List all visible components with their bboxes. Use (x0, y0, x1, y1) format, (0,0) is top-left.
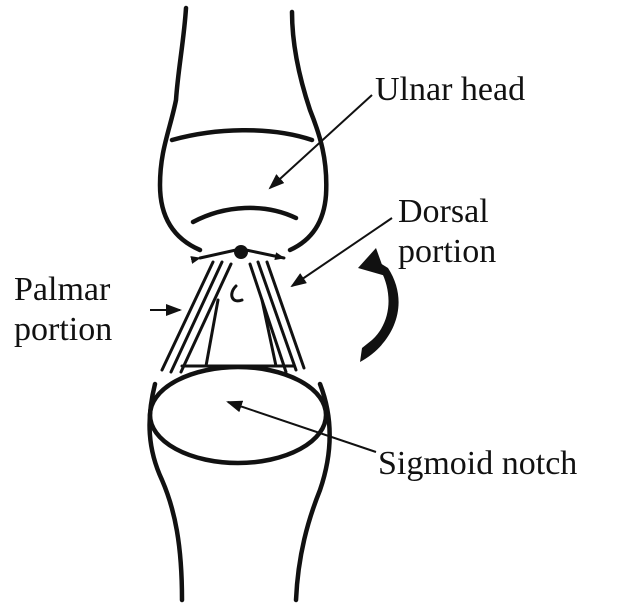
ulna-shaft-right (290, 12, 326, 250)
sigmoid-notch-outline (150, 367, 326, 463)
curved-arrow-icon (358, 248, 399, 362)
radius-bone (150, 367, 330, 600)
radioulnar-ligament-bands (162, 262, 304, 372)
label-palmar-line2: portion (14, 311, 112, 348)
ulnar-head-upper-arc (172, 130, 312, 140)
fovea-point (234, 245, 248, 259)
label-ulnar-head: Ulnar head (375, 71, 525, 108)
pointer-ulnar-head (270, 95, 372, 188)
ulna-bone (160, 8, 326, 250)
label-dorsal-line2: portion (398, 233, 496, 270)
pointer-sigmoid-notch (228, 402, 376, 452)
label-sigmoid-notch: Sigmoid notch (378, 445, 577, 482)
radius-shaft-left (150, 384, 182, 600)
label-palmar-line1: Palmar (14, 271, 111, 308)
label-dorsal-line1: Dorsal (398, 193, 489, 230)
ulnar-head-lower-arc (193, 208, 296, 222)
ulna-shaft-left (160, 8, 200, 250)
